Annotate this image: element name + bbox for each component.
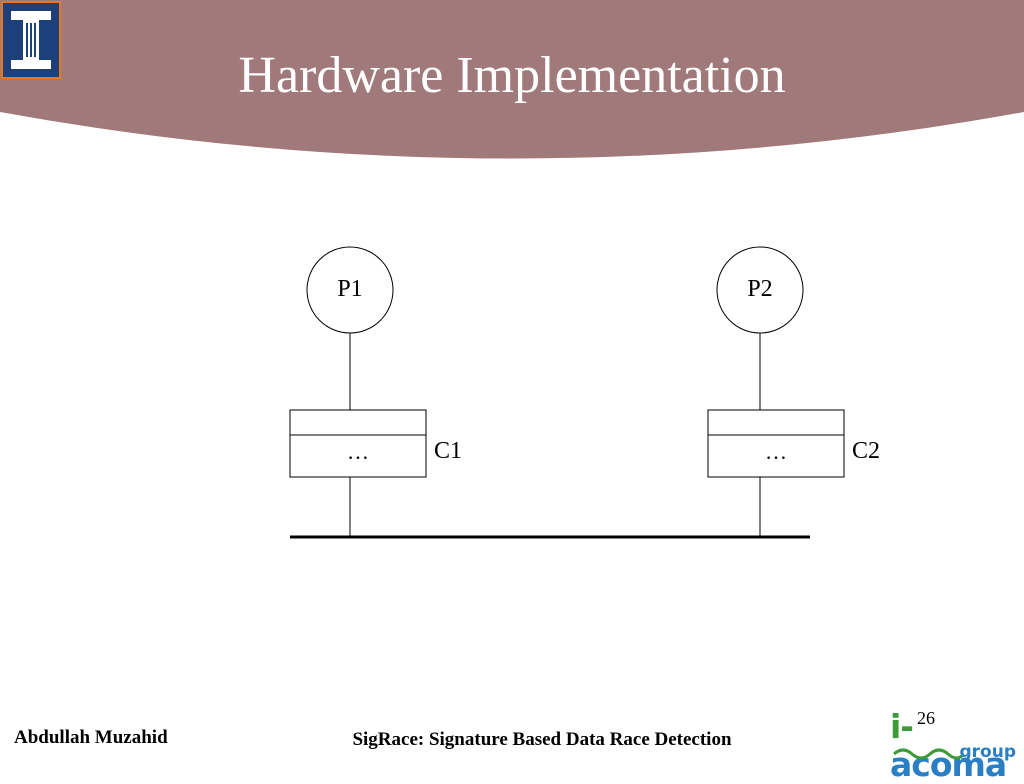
slide-title: Hardware Implementation [238, 47, 786, 104]
logo-brand-i: i- [890, 707, 914, 746]
footer-talk-title: SigRace: Signature Based Data Race Detec… [352, 729, 732, 750]
logo-wave-icon [893, 748, 964, 760]
header-band-shape [0, 0, 1024, 159]
university-block-i-logo [1, 1, 61, 79]
hardware-diagram [289, 246, 845, 539]
cache-c2-box [707, 409, 845, 478]
page-number: 26 [917, 708, 935, 728]
cache-c1-box [289, 409, 427, 478]
i-acoma-group-logo: i-acoma group [890, 706, 1022, 784]
logo-brand-group: group [959, 742, 1016, 762]
cache-c2-contents: … [765, 439, 787, 464]
footer-author: Abdullah Muzahid [14, 727, 168, 748]
cache-c2-label: C2 [852, 438, 881, 464]
processor-p2-label: P2 [747, 276, 773, 302]
cache-c1-label: C1 [434, 438, 463, 464]
cache-c1-contents: … [347, 439, 369, 464]
header-band [0, 0, 1024, 159]
processor-p1-label: P1 [337, 276, 363, 302]
